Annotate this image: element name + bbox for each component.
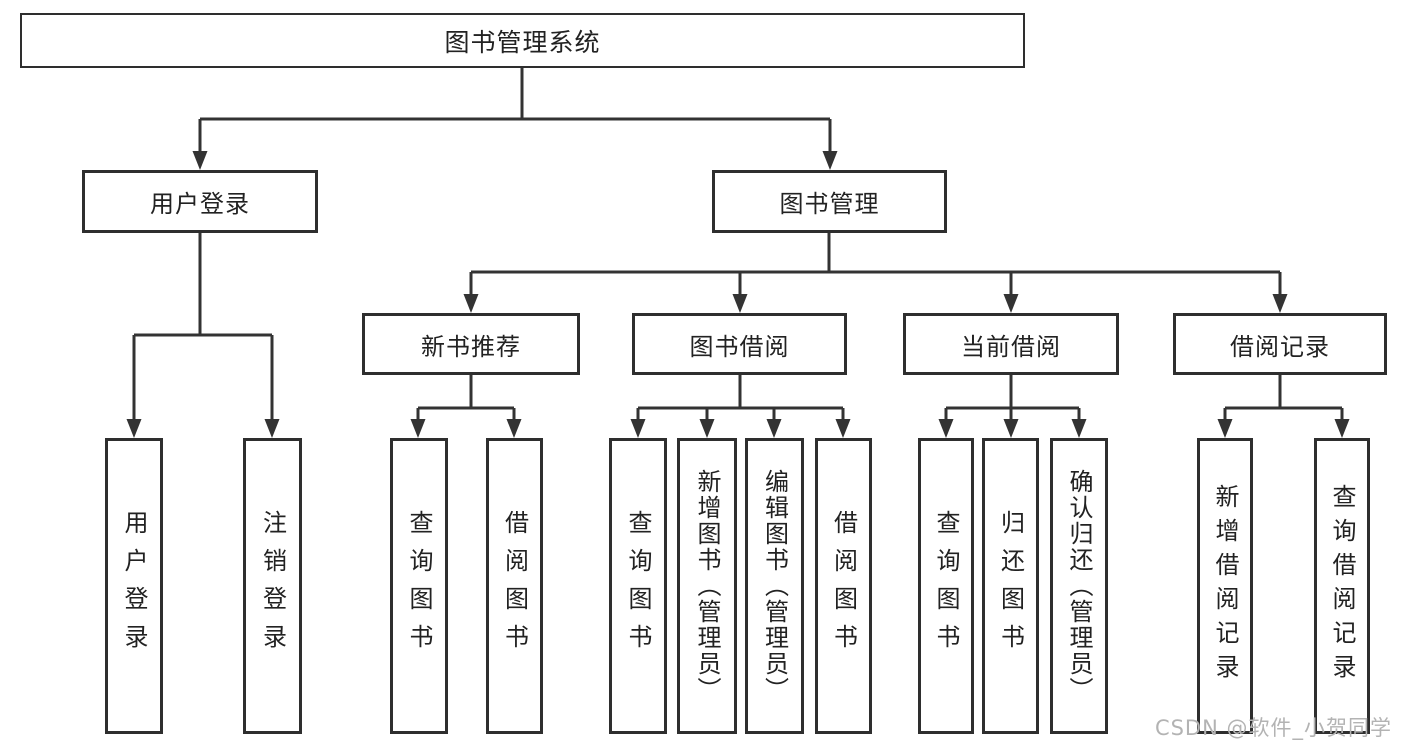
node-label: 查询图书 — [624, 510, 652, 662]
node-label: 借阅记录 — [1230, 332, 1330, 361]
node-leaf-borrow-books-2: 借阅图书 — [815, 438, 872, 734]
node-label: 用户登录 — [120, 510, 148, 662]
node-label: 查询图书 — [405, 510, 433, 662]
node-leaf-confirm-return-admin: 确认归还（管理员） — [1050, 438, 1108, 734]
node-label: 编辑图书（管理员） — [760, 469, 789, 703]
node-label: 借阅图书 — [829, 510, 858, 662]
node-leaf-add-borrow-record: 新增借阅记录 — [1197, 438, 1253, 734]
arrowhead-icon — [732, 294, 748, 313]
node-book-borrow: 图书借阅 — [632, 313, 847, 375]
connector — [636, 375, 845, 421]
arrowhead-icon — [822, 151, 838, 170]
arrowhead-icon — [699, 419, 715, 438]
node-label: 归还图书 — [996, 510, 1025, 662]
node-label: 注销登录 — [258, 510, 287, 662]
connector — [132, 233, 274, 421]
node-label: 借阅图书 — [500, 510, 529, 662]
arrowhead-icon — [1071, 419, 1087, 438]
node-label: 新增借阅记录 — [1211, 484, 1239, 688]
arrowhead-icon — [192, 151, 208, 170]
node-leaf-add-book-admin: 新增图书（管理员） — [677, 438, 737, 734]
node-leaf-query-books-1: 查询图书 — [390, 438, 448, 734]
arrowhead-icon — [1003, 419, 1019, 438]
connector — [1223, 375, 1344, 421]
node-label: 图书借阅 — [689, 332, 790, 361]
connector — [944, 375, 1081, 421]
node-leaf-return-book: 归还图书 — [982, 438, 1039, 734]
node-leaf-edit-book-admin: 编辑图书（管理员） — [745, 438, 804, 734]
node-leaf-query-books-3: 查询图书 — [918, 438, 974, 734]
node-new-book-recommend: 新书推荐 — [362, 313, 580, 375]
node-label: 确认归还（管理员） — [1065, 469, 1093, 703]
node-label: 查询图书 — [932, 510, 960, 662]
node-leaf-borrow-books-1: 借阅图书 — [486, 438, 543, 734]
arrowhead-icon — [463, 294, 479, 313]
arrowhead-icon — [938, 419, 954, 438]
node-label: 新增图书（管理员） — [693, 469, 721, 703]
arrowhead-icon — [1272, 294, 1288, 313]
node-leaf-user-login: 用户登录 — [105, 438, 163, 734]
node-user-login-branch: 用户登录 — [82, 170, 318, 233]
arrowhead-icon — [1334, 419, 1350, 438]
arrowhead-icon — [766, 419, 782, 438]
watermark: CSDN @软件_小贺同学 — [1154, 716, 1392, 740]
arrowhead-icon — [630, 419, 646, 438]
node-label: 图书管理 — [779, 190, 880, 218]
connector — [416, 375, 516, 421]
node-book-management: 图书管理 — [712, 170, 947, 233]
connector-lines — [132, 68, 1344, 421]
arrowhead-icon — [1217, 419, 1233, 438]
node-leaf-query-books-2: 查询图书 — [609, 438, 667, 734]
node-label: 图书管理系统 — [444, 27, 601, 57]
arrowhead-icon — [835, 419, 851, 438]
node-label: 查询借阅记录 — [1328, 484, 1356, 688]
node-leaf-logout: 注销登录 — [243, 438, 302, 734]
arrowhead-icon — [506, 419, 522, 438]
connector — [198, 68, 832, 153]
node-label: 当前借阅 — [961, 332, 1061, 361]
arrowhead-icon — [264, 419, 280, 438]
node-system-root: 图书管理系统 — [20, 13, 1025, 68]
node-label: 用户登录 — [150, 190, 250, 218]
node-leaf-query-borrow-record: 查询借阅记录 — [1314, 438, 1370, 734]
node-current-borrow: 当前借阅 — [903, 313, 1119, 375]
node-label: 新书推荐 — [421, 332, 521, 361]
arrowheads — [126, 151, 1350, 438]
arrowhead-icon — [126, 419, 142, 438]
arrowhead-icon — [1003, 294, 1019, 313]
arrowhead-icon — [410, 419, 426, 438]
connector — [469, 233, 1282, 296]
node-borrow-records: 借阅记录 — [1173, 313, 1387, 375]
